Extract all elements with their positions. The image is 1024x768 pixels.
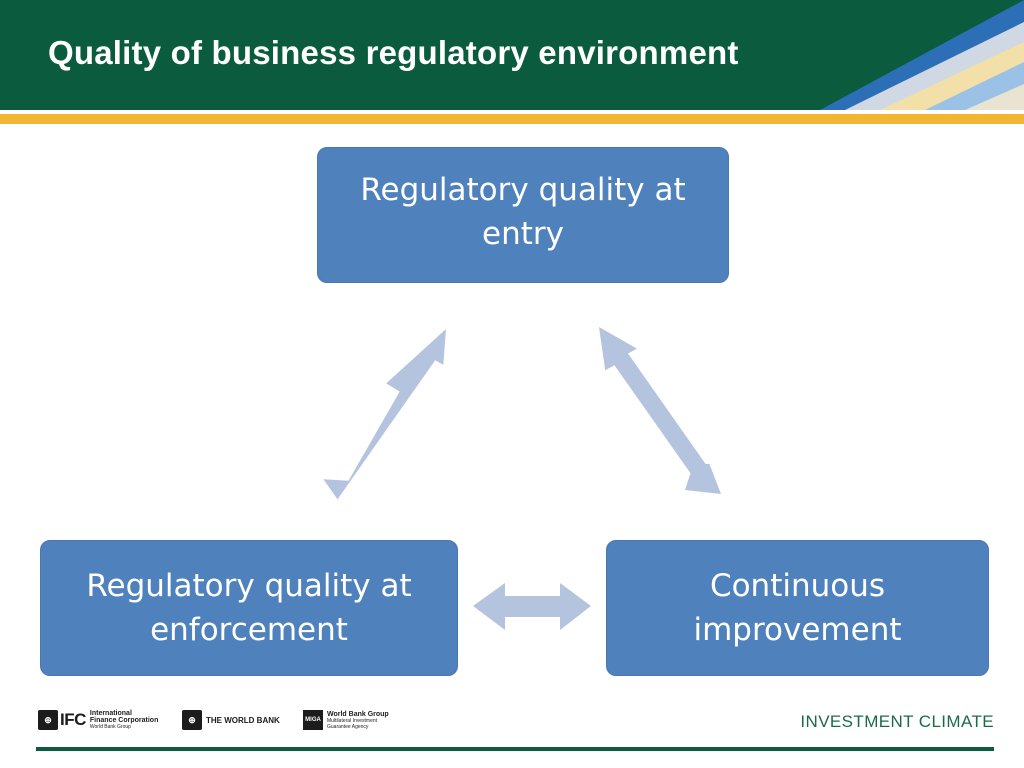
box-entry-line1: Regulatory quality at bbox=[360, 172, 686, 208]
globe-icon: ⊕ bbox=[182, 710, 202, 730]
miga-logo-line2: Multilateral Investment bbox=[327, 717, 378, 724]
footer: ⊕ IFC International Finance Corporation … bbox=[0, 700, 1024, 768]
world-bank-logo-text: THE WORLD BANK bbox=[206, 715, 280, 725]
miga-logo-line1: World Bank Group bbox=[327, 710, 389, 718]
miga-logo-line3: Guarantee Agency bbox=[327, 723, 369, 730]
miga-logo-text: World Bank Group Multilateral Investment… bbox=[327, 711, 389, 730]
ifc-logo-mark: IFC bbox=[60, 710, 86, 729]
header-bar: Quality of business regulatory environme… bbox=[0, 0, 1024, 110]
ifc-logo-line1: International bbox=[89, 710, 132, 717]
box-enforcement-line2: enforcement bbox=[150, 612, 348, 648]
header-divider-white bbox=[0, 110, 1024, 114]
box-improvement-line1: Continuous bbox=[709, 568, 886, 604]
header-divider-gold bbox=[0, 114, 1024, 124]
ifc-logo-text: International Finance Corporation World … bbox=[90, 710, 158, 730]
arrow-entry-enforcement bbox=[323, 329, 446, 500]
box-improvement-line2: improvement bbox=[693, 612, 902, 648]
ifc-logo-line2: Finance Corporation bbox=[89, 717, 159, 724]
world-bank-logo: ⊕ THE WORLD BANK bbox=[182, 710, 280, 730]
miga-logo: MIGA World Bank Group Multilateral Inves… bbox=[303, 710, 389, 730]
box-enforcement-line1: Regulatory quality at bbox=[86, 568, 412, 604]
box-regulatory-quality-entry: Regulatory quality at entry bbox=[317, 147, 729, 283]
ifc-logo-line3: World Bank Group bbox=[89, 724, 131, 730]
page-title: Quality of business regulatory environme… bbox=[48, 34, 739, 71]
arrow-enforcement-improvement bbox=[473, 583, 591, 630]
globe-icon: ⊕ bbox=[38, 710, 58, 730]
box-continuous-improvement: Continuous improvement bbox=[606, 540, 989, 676]
header-swoosh-graphic bbox=[820, 0, 1024, 110]
ifc-logo: ⊕ IFC International Finance Corporation … bbox=[38, 710, 158, 730]
box-regulatory-quality-enforcement: Regulatory quality at enforcement bbox=[40, 540, 458, 676]
arrow-entry-improvement bbox=[599, 327, 721, 494]
footer-divider bbox=[36, 747, 994, 751]
box-entry-line2: entry bbox=[482, 216, 564, 252]
miga-logo-mark: MIGA bbox=[303, 710, 323, 730]
investment-climate-tagline: INVESTMENT CLIMATE bbox=[800, 712, 994, 731]
